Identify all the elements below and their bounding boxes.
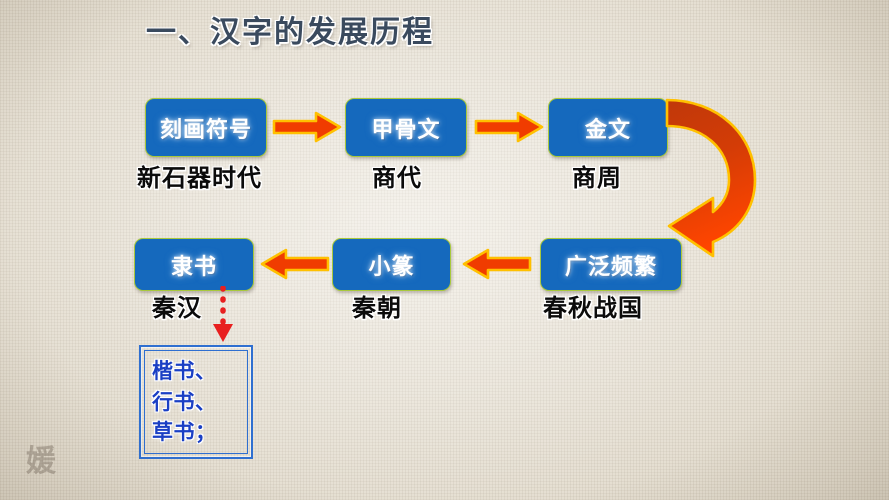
stage-era-1: 新石器时代 [137,164,262,192]
stage-era-4: 春秋战国 [543,294,643,322]
arrow-right-1 [272,111,342,143]
stage-box-4[interactable]: 广泛频繁 [540,238,682,291]
stage-label-4: 广泛频繁 [564,254,657,280]
stage-box-6[interactable]: 隶书 [134,238,254,291]
page-title: 一、汉字的发展历程 [146,15,434,50]
stage-era-3: 商周 [572,164,622,192]
arrow-right-2 [474,111,544,143]
stage-box-5[interactable]: 小篆 [332,238,451,291]
stage-era-6: 秦汉 [152,294,202,322]
script-styles-box[interactable]: 楷书、 行书、 草书； [139,345,253,459]
script-line-2: 行书、 [152,389,217,414]
arrow-left-1 [462,248,532,280]
stage-era-2: 商代 [372,164,422,192]
stage-box-2[interactable]: 甲骨文 [345,98,467,157]
script-styles-inner: 楷书、 行书、 草书； [144,350,248,454]
stage-label-6: 隶书 [170,254,217,280]
stage-box-3[interactable]: 金文 [548,98,668,157]
stage-box-1[interactable]: 刻画符号 [145,98,267,157]
stage-label-5: 小篆 [368,254,415,280]
stage-era-5: 秦朝 [352,294,402,322]
arrow-left-2 [260,248,330,280]
arrow-curved-down-left [665,98,757,258]
script-line-1: 楷书、 [152,359,217,384]
arrow-dotted-down [213,286,233,342]
script-line-3: 草书； [152,420,217,445]
stage-label-2: 甲骨文 [371,117,441,143]
watermark: 媛 [26,444,56,479]
stage-label-1: 刻画符号 [159,117,252,143]
stage-label-3: 金文 [584,117,631,143]
